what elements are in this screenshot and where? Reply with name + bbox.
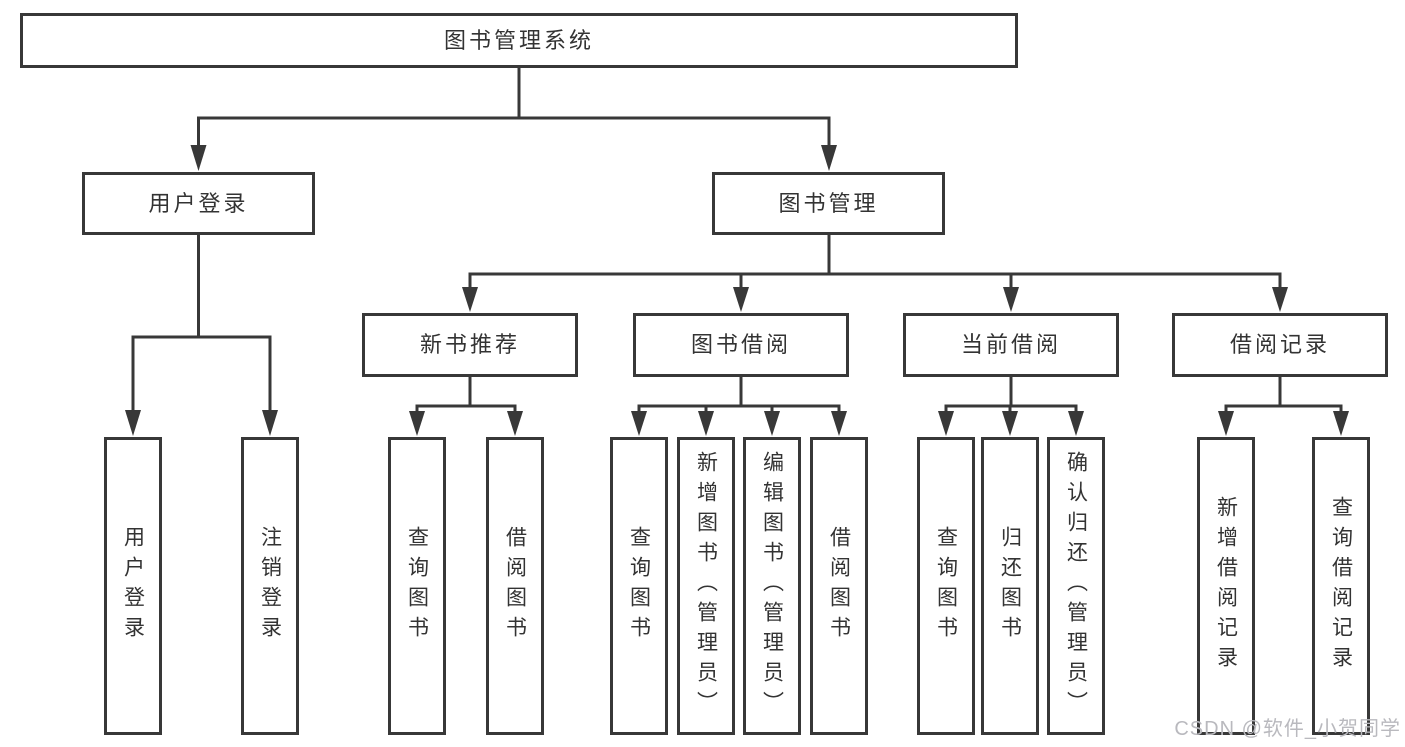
- leaf-user-login-label: 用户登录: [121, 526, 145, 646]
- leaf-current-return-books-label: 归还图书: [998, 526, 1022, 646]
- connector-current-borrow-to-children: [938, 377, 1084, 436]
- leaf-borrow-borrow-books: 借阅图书: [810, 437, 868, 735]
- connector-root-to-level2: [190, 67, 837, 171]
- leaf-records-add-record-label: 新增借阅记录: [1214, 496, 1238, 676]
- node-root-label: 图书管理系统: [443, 27, 594, 53]
- leaf-borrow-borrow-books-label: 借阅图书: [827, 526, 851, 646]
- leaf-current-query-books-label: 查询图书: [934, 526, 958, 646]
- leaf-borrow-query-books-label: 查询图书: [627, 526, 651, 646]
- leaf-rec-query-books-label: 查询图书: [405, 526, 429, 646]
- leaf-borrow-edit-books-admin-label: 编辑图书（管理员）: [760, 451, 784, 721]
- node-root: 图书管理系统: [20, 13, 1018, 68]
- node-borrow-records-label: 借阅记录: [1229, 332, 1330, 357]
- leaf-logout-label: 注销登录: [258, 526, 282, 646]
- leaf-rec-query-books: 查询图书: [388, 437, 446, 735]
- leaf-logout: 注销登录: [241, 437, 299, 735]
- leaf-user-login: 用户登录: [104, 437, 162, 735]
- leaf-rec-borrow-books-label: 借阅图书: [503, 526, 527, 646]
- leaf-current-query-books: 查询图书: [917, 437, 975, 735]
- leaf-records-add-record: 新增借阅记录: [1197, 437, 1255, 735]
- node-book-mgmt: 图书管理: [712, 172, 945, 235]
- node-current-borrow: 当前借阅: [903, 313, 1119, 377]
- leaf-borrow-add-books-admin-label: 新增图书（管理员）: [694, 451, 718, 721]
- leaf-borrow-query-books: 查询图书: [610, 437, 668, 735]
- leaf-current-confirm-return-admin-label: 确认归还（管理员）: [1064, 451, 1088, 721]
- connector-borrow-records-to-children: [1218, 377, 1349, 436]
- node-book-borrow-label: 图书借阅: [690, 332, 791, 357]
- connector-user-login-to-children: [125, 234, 278, 436]
- leaf-records-query-record: 查询借阅记录: [1312, 437, 1370, 735]
- connector-new-book-rec-to-children: [409, 377, 523, 436]
- node-borrow-records: 借阅记录: [1172, 313, 1388, 377]
- connector-book-borrow-to-children: [631, 377, 847, 436]
- node-user-login: 用户登录: [82, 172, 315, 235]
- node-user-login-label: 用户登录: [148, 190, 249, 216]
- leaf-borrow-edit-books-admin: 编辑图书（管理员）: [743, 437, 801, 735]
- leaf-current-confirm-return-admin: 确认归还（管理员）: [1047, 437, 1105, 735]
- csdn-watermark: CSDN @软件_小贺同学: [1174, 718, 1401, 740]
- leaf-rec-borrow-books: 借阅图书: [486, 437, 544, 735]
- leaf-current-return-books: 归还图书: [981, 437, 1039, 735]
- node-current-borrow-label: 当前借阅: [960, 332, 1061, 357]
- connector-book-mgmt-to-level3: [462, 234, 1288, 312]
- leaf-borrow-add-books-admin: 新增图书（管理员）: [677, 437, 735, 735]
- leaf-records-query-record-label: 查询借阅记录: [1329, 496, 1353, 676]
- node-book-borrow: 图书借阅: [633, 313, 849, 377]
- node-new-book-rec: 新书推荐: [362, 313, 578, 377]
- node-new-book-rec-label: 新书推荐: [419, 332, 520, 357]
- node-book-mgmt-label: 图书管理: [778, 190, 879, 216]
